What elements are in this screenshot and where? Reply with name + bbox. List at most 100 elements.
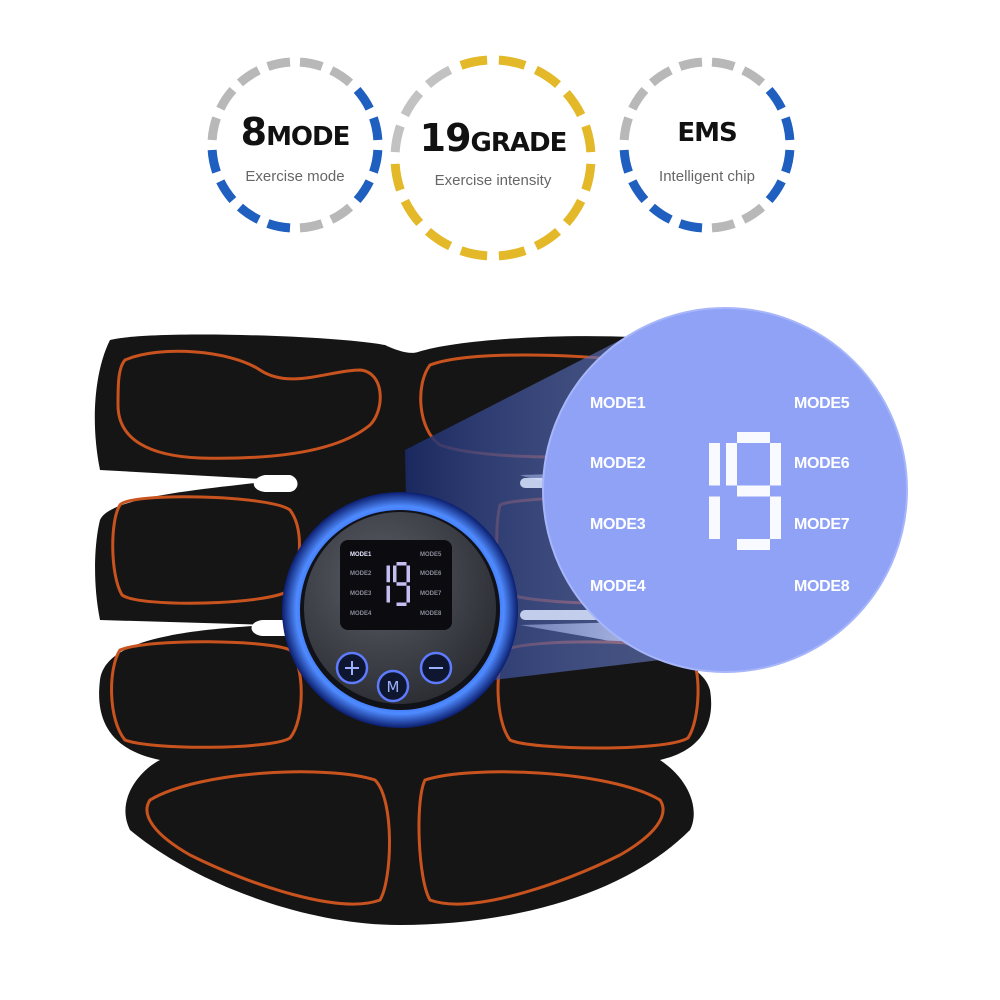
badge-title: 19GRADE — [419, 116, 568, 160]
digit-segment — [393, 565, 397, 583]
ring-segment — [562, 198, 586, 227]
ring-segment — [533, 227, 562, 251]
digit-segment — [386, 565, 390, 583]
ring-segment — [299, 219, 324, 233]
controller-mode-label: MODE6 — [420, 571, 442, 577]
zoom-mode-label: MODE8 — [794, 578, 850, 595]
digit-segment — [737, 432, 770, 443]
controller-digit-display — [386, 562, 410, 606]
digit-segment — [737, 485, 770, 497]
badge-ems: EMS Intelligent chip — [612, 50, 802, 240]
controller-mode-label: MODE5 — [420, 552, 442, 558]
ring-segment — [628, 86, 649, 111]
badge-title: EMS — [677, 118, 737, 148]
digit-segment — [406, 585, 410, 603]
ring-segment — [236, 66, 261, 87]
digit-segment — [770, 443, 781, 486]
ring-segment — [369, 149, 383, 174]
zoom-mode-label: MODE2 — [590, 455, 646, 472]
digit-segment — [386, 585, 390, 603]
ring-segment — [353, 86, 374, 111]
digit-segment — [396, 562, 407, 566]
badge-19-grade: 19GRADE Exercise intensity — [383, 48, 603, 268]
zoom-mode-label: MODE6 — [794, 455, 850, 472]
zoom-bubble — [543, 308, 907, 672]
ring-segment — [765, 86, 786, 111]
ring-segment — [369, 116, 383, 141]
ring-segment — [628, 179, 649, 204]
ring-segment — [390, 163, 405, 192]
zoom-mode-label: MODE7 — [794, 516, 850, 533]
digit-segment — [726, 443, 737, 486]
ring-segment — [533, 65, 562, 89]
digit-segment — [406, 565, 410, 583]
plus-button[interactable] — [335, 651, 369, 685]
ring-segment — [619, 116, 633, 141]
controller-mode-label: MODE1 — [350, 552, 372, 558]
ring-segment — [400, 198, 424, 227]
dashed-ring-icon — [619, 57, 795, 233]
ring-segment — [741, 203, 766, 224]
ring-segment — [741, 66, 766, 87]
dashed-ring-icon — [390, 55, 596, 261]
ring-segment — [266, 219, 291, 233]
ring-segment — [711, 57, 736, 71]
ring-segment — [266, 57, 291, 71]
badge-subtitle: Exercise intensity — [434, 172, 552, 189]
minus-button[interactable] — [419, 651, 453, 685]
digit-segment — [737, 539, 770, 550]
ring-segment — [424, 65, 453, 89]
ring-segment — [648, 203, 673, 224]
mode-button[interactable]: M — [376, 669, 410, 703]
controller-mode-label: MODE2 — [350, 571, 372, 577]
dashed-ring-icon — [207, 57, 383, 233]
ring-segment — [781, 116, 795, 141]
ring-segment — [329, 66, 354, 87]
ring-segment — [562, 89, 586, 118]
ring-segment — [424, 227, 453, 251]
zoom-mode-label: MODE4 — [590, 578, 646, 595]
ring-segment — [236, 203, 261, 224]
controller-mode-label: MODE7 — [420, 591, 442, 597]
zoom-mode-label: MODE3 — [590, 516, 646, 533]
ring-segment — [678, 57, 703, 71]
badge-subtitle: Exercise mode — [245, 168, 345, 185]
ring-segment — [390, 124, 405, 153]
badge-title: 8MODE — [240, 110, 351, 154]
ring-segment — [581, 163, 596, 192]
ring-segment — [216, 179, 237, 204]
ring-segment — [648, 66, 673, 87]
ring-segment — [781, 149, 795, 174]
pad-slot — [253, 475, 298, 492]
digit-segment — [396, 582, 407, 586]
ring-segment — [400, 89, 424, 118]
ring-segment — [299, 57, 324, 71]
zoom-digit-display — [709, 432, 781, 550]
badge-8-mode: 8MODE Exercise mode — [200, 50, 390, 240]
ring-segment — [711, 219, 736, 233]
ring-segment — [498, 246, 527, 261]
controller-screen — [340, 540, 452, 630]
digit-segment — [709, 496, 720, 539]
controller-mode-label: MODE8 — [420, 611, 442, 617]
controller-mode-label: MODE3 — [350, 591, 372, 597]
zoom-mode-label: MODE1 — [590, 395, 646, 412]
digit-segment — [396, 602, 407, 606]
digit-segment — [770, 496, 781, 539]
zoom-mode-label: MODE5 — [794, 395, 850, 412]
ring-segment — [353, 179, 374, 204]
digit-segment — [709, 443, 720, 486]
ring-segment — [581, 124, 596, 153]
ring-segment — [216, 86, 237, 111]
ring-segment — [459, 246, 488, 261]
ring-segment — [619, 149, 633, 174]
ring-segment — [678, 219, 703, 233]
ring-segment — [765, 179, 786, 204]
ring-segment — [207, 116, 221, 141]
controller-mode-label: MODE4 — [350, 611, 372, 617]
ring-segment — [207, 149, 221, 174]
ring-segment — [498, 55, 527, 70]
svg-text:M: M — [387, 678, 400, 696]
ring-segment — [329, 203, 354, 224]
